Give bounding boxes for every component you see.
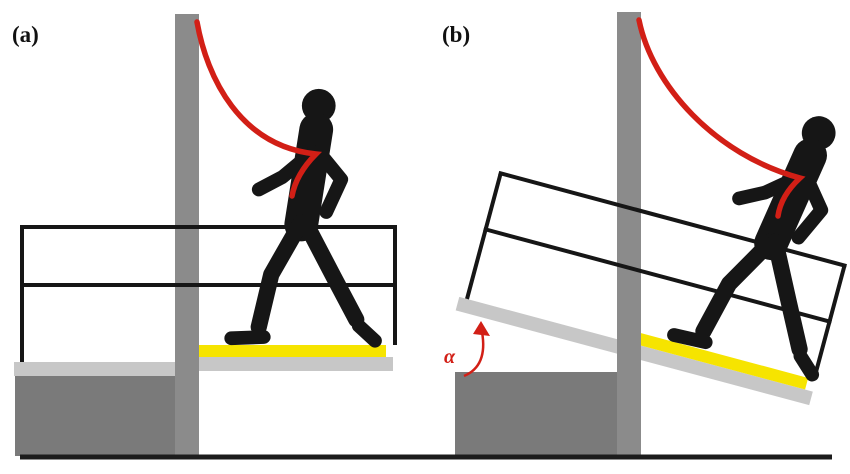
incline-angle-arc	[463, 331, 485, 378]
panel-a: (a)	[12, 14, 397, 456]
inclined-frame-and-person-b	[465, 39, 850, 391]
panel-b-label: (b)	[442, 22, 470, 47]
panel-b: (b) α	[442, 12, 850, 456]
treadmill-belt-a	[199, 345, 386, 357]
treadmill-belt-b	[637, 333, 809, 390]
handrail-left-post-b	[465, 172, 503, 300]
handrail-top-rail-b	[498, 170, 847, 268]
base-block-b	[455, 372, 618, 456]
platform-left-a	[14, 362, 175, 376]
incline-angle-annotation: α	[444, 321, 490, 378]
handrail-frame-b	[465, 170, 847, 381]
incline-angle-arrowhead	[473, 321, 490, 336]
safety-rope-b	[636, 17, 806, 219]
handrail-mid-rail-b	[483, 226, 832, 324]
safety-rope-a	[194, 19, 323, 199]
incline-angle-label: α	[444, 346, 456, 368]
platform-right-a	[199, 357, 393, 371]
handrail-right-post-b	[812, 264, 847, 381]
panel-a-label: (a)	[12, 22, 39, 47]
support-pillar-b	[617, 12, 641, 456]
base-block-a	[15, 376, 175, 456]
support-pillar-a	[175, 14, 199, 456]
walking-person-b	[673, 94, 850, 374]
